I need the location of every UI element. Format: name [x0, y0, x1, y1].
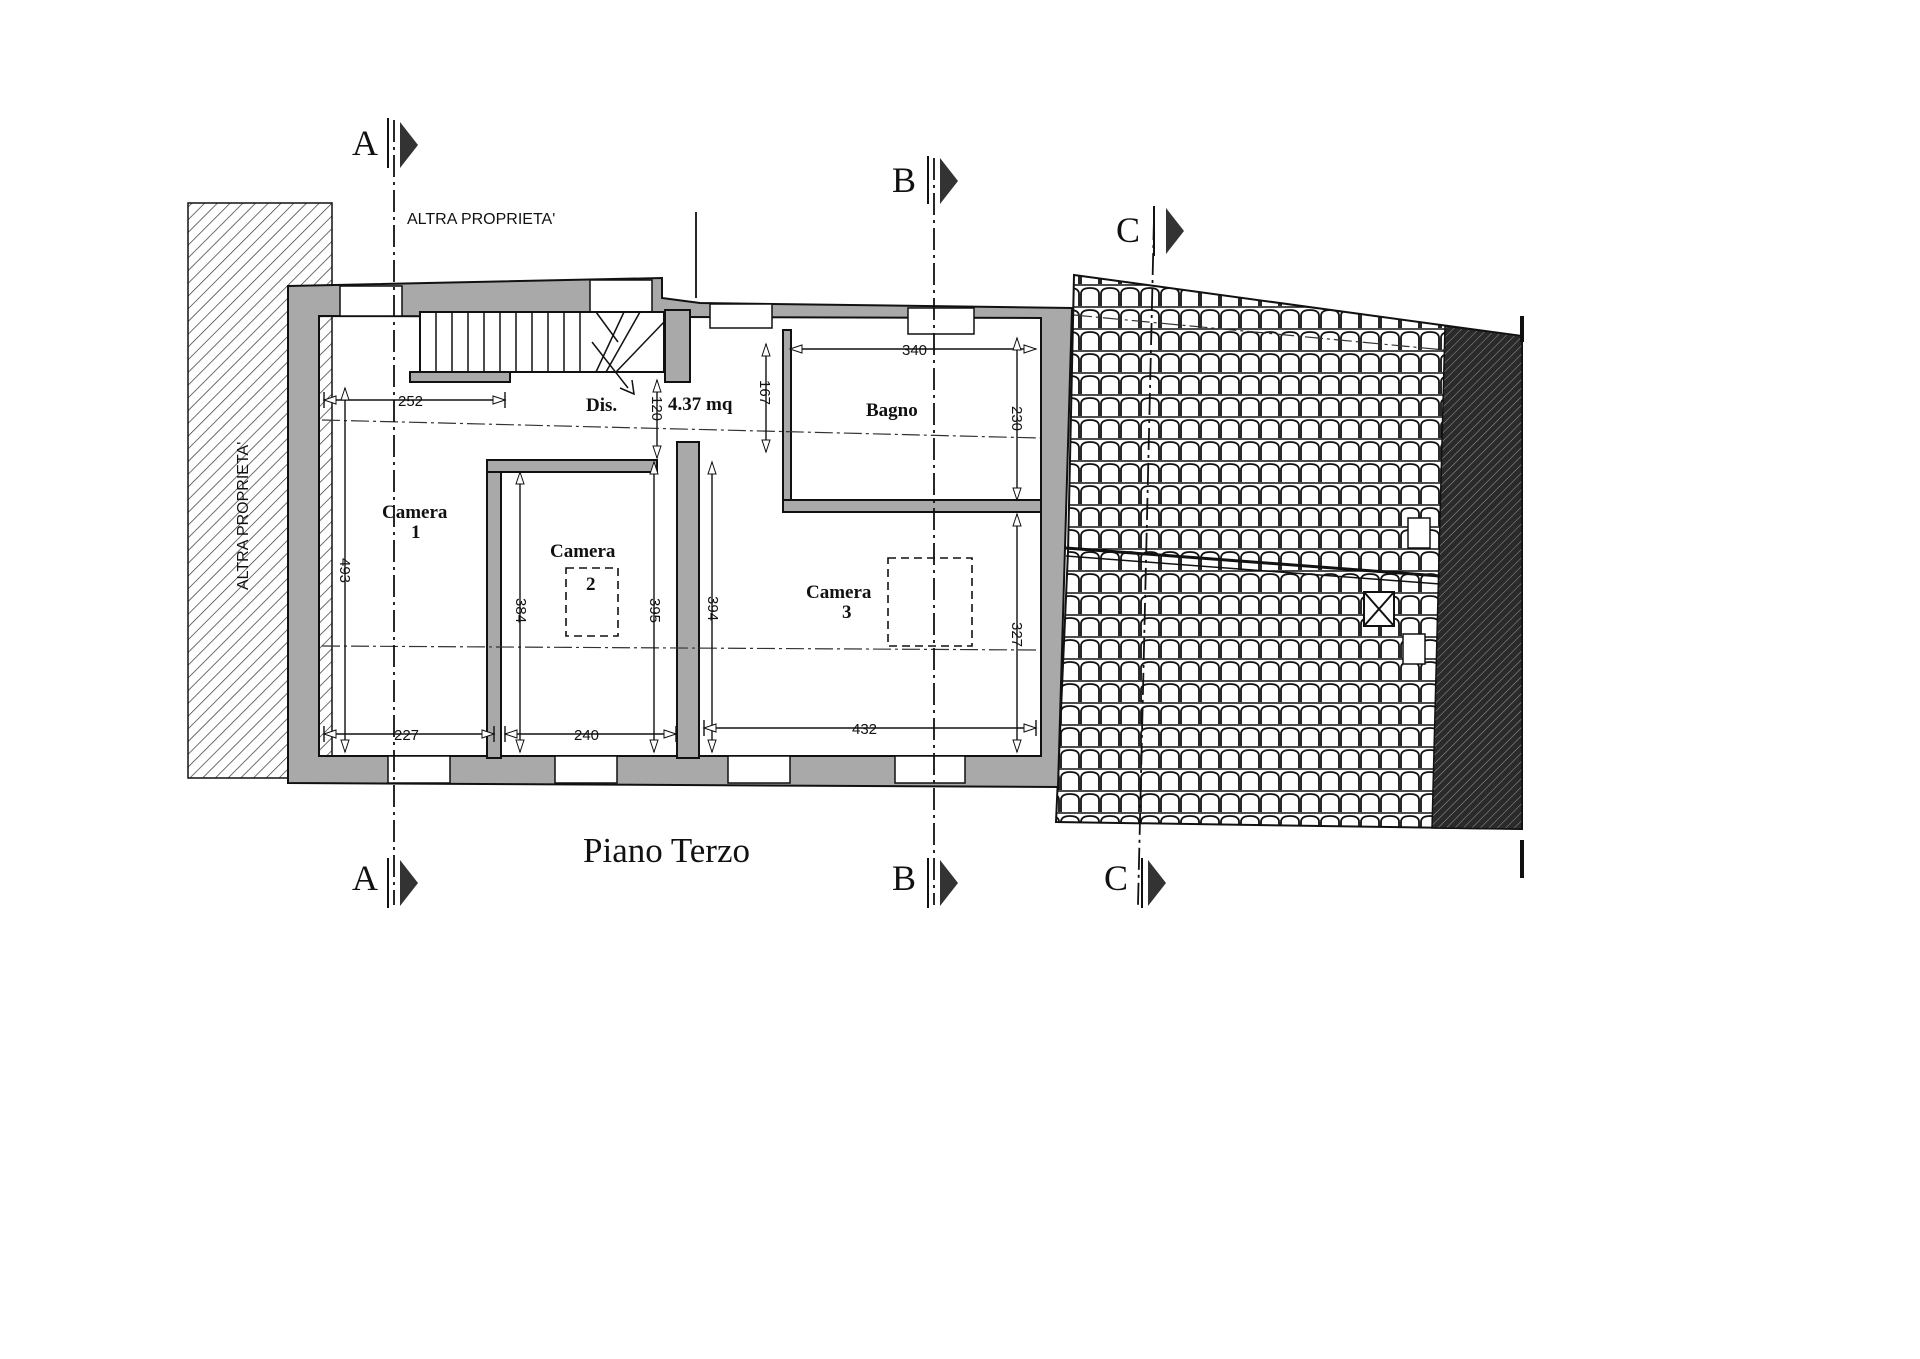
- stair-treads: [435, 311, 665, 373]
- dim-227-line: [322, 726, 496, 742]
- dim-384-line: [515, 470, 525, 754]
- dim-327: 327: [1008, 622, 1025, 647]
- section-marker-a-bottom: A: [352, 858, 418, 908]
- section-marker-a-top: A: [352, 118, 418, 168]
- section-marker-b-top: B: [892, 156, 958, 204]
- room-camera3-name: Camera: [806, 582, 872, 603]
- wall-camera2-right: [676, 441, 700, 759]
- room-camera2-number: 2: [586, 574, 596, 595]
- altra-proprieta-top-label: ALTRA PROPRIETA': [407, 211, 555, 228]
- roof-chimney-1: [1407, 517, 1431, 549]
- dim-327-line: [1012, 512, 1022, 754]
- wall-bagno-left: [782, 329, 792, 507]
- wall-bagno-bottom: [782, 499, 1042, 513]
- dim-394-line: [707, 460, 717, 754]
- dim-120: 120: [648, 396, 665, 421]
- dim-340: 340: [902, 342, 927, 359]
- dim-384: 384: [512, 598, 529, 623]
- section-b-top-label: B: [892, 160, 916, 200]
- section-axis-c: [1137, 217, 1155, 906]
- section-marker-c-bottom: C: [1104, 858, 1166, 908]
- dim-493: 493: [336, 558, 353, 583]
- area-label: 4.37 mq: [668, 394, 733, 415]
- dim-493-line: [340, 386, 350, 754]
- wall-stair-stub: [664, 309, 691, 383]
- dim-395-line: [649, 460, 659, 754]
- window-top-1: [339, 285, 403, 317]
- window-bottom-4: [894, 755, 966, 784]
- wall-dis-bottom: [486, 459, 658, 473]
- dim-432-line: [702, 720, 1038, 736]
- dim-432: 432: [852, 721, 877, 738]
- room-camera3-number: 3: [842, 602, 852, 623]
- section-c-bottom-label: C: [1104, 858, 1128, 898]
- dim-240: 240: [574, 727, 599, 744]
- section-marker-b-bottom: B: [892, 858, 958, 908]
- stair-arrow-head: [619, 379, 635, 396]
- floor-title: Piano Terzo: [583, 831, 750, 870]
- roof-vent-x2: [1363, 591, 1395, 627]
- room-dis-label: Dis.: [586, 395, 617, 416]
- section-marker-c-top: C: [1116, 206, 1184, 256]
- dashed-square-camera2: [565, 567, 619, 637]
- dim-230-line: [1012, 336, 1022, 502]
- window-top-2: [589, 279, 653, 313]
- dim-394: 394: [704, 596, 721, 621]
- section-a-bottom-label: A: [352, 858, 378, 898]
- dashed-square-camera3: [887, 557, 973, 647]
- roof-ridge: [1065, 546, 1441, 578]
- dim-227: 227: [394, 727, 419, 744]
- room-camera1-number: 1: [411, 522, 421, 543]
- window-bottom-2: [554, 755, 618, 784]
- dim-252-line: [322, 392, 507, 408]
- room-camera2-name: Camera: [550, 541, 616, 562]
- wall-stair-bottom: [409, 371, 511, 383]
- dim-120-line: [652, 378, 662, 460]
- section-c-top-label: C: [1116, 210, 1140, 250]
- dim-340-line: [788, 344, 1038, 354]
- dim-167-line: [761, 342, 771, 454]
- altra-proprieta-left-label: ALTRA PROPRIETA': [235, 442, 252, 590]
- window-top-4: [907, 307, 975, 335]
- roof-dashed-line: [1073, 314, 1446, 351]
- window-bottom-3: [727, 755, 791, 784]
- section-b-bottom-label: B: [892, 858, 916, 898]
- roof-chimney-2: [1402, 633, 1426, 665]
- window-top-3: [709, 303, 773, 329]
- dim-240-line: [503, 726, 678, 742]
- stair-arrow: [591, 341, 629, 389]
- dim-395: 395: [646, 598, 663, 623]
- roof-dark-wall: [1431, 325, 1523, 830]
- guide-line-lower: [321, 645, 1041, 651]
- section-a-top-label: A: [352, 123, 378, 163]
- dim-230: 230: [1008, 406, 1025, 431]
- roof-ridge-2: [1065, 555, 1441, 585]
- window-bottom-1: [387, 755, 451, 784]
- guide-line-upper: [321, 419, 1041, 439]
- wall-camera1-right: [486, 461, 502, 759]
- room-camera1-name: Camera: [382, 502, 448, 523]
- staircase: [419, 311, 665, 373]
- dim-167: 167: [756, 380, 773, 405]
- room-bagno-label: Bagno: [866, 400, 918, 421]
- dim-252: 252: [398, 393, 423, 410]
